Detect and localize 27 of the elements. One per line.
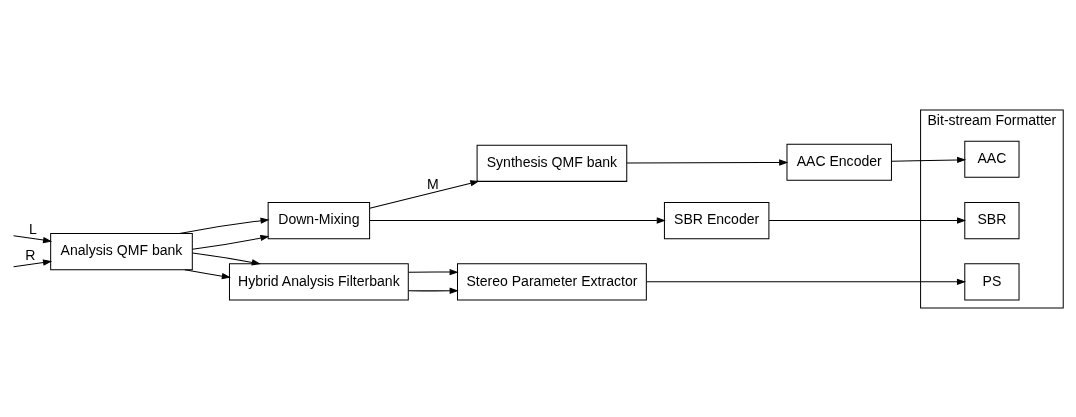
arrow bbox=[891, 156, 966, 163]
arrow bbox=[369, 179, 479, 209]
node-box: Analysis QMF bank bbox=[50, 232, 193, 270]
arrow bbox=[184, 268, 230, 279]
edge-label: R bbox=[25, 246, 36, 263]
arrow bbox=[408, 287, 458, 294]
arrow bbox=[369, 217, 665, 223]
node-box: Hybrid Analysis Filterbank bbox=[228, 262, 409, 300]
arrow bbox=[768, 217, 966, 223]
arrow bbox=[646, 278, 965, 285]
node-box: Down-Mixing bbox=[267, 201, 371, 239]
node-box: Synthesis QMF bank bbox=[476, 144, 628, 182]
node-box: AAC bbox=[964, 140, 1020, 178]
node-box: SBR bbox=[964, 201, 1020, 239]
node-box: SBR Encoder bbox=[663, 201, 770, 239]
node-box: PS bbox=[964, 262, 1020, 300]
arrow bbox=[13, 234, 52, 243]
node-box: Stereo Parameter Extractor bbox=[457, 262, 647, 300]
arrow bbox=[179, 217, 269, 234]
node-box: AAC Encoder bbox=[786, 143, 892, 181]
arrow bbox=[191, 252, 260, 265]
arrow bbox=[191, 234, 269, 250]
edge-label: M bbox=[427, 175, 439, 192]
edge-label: L bbox=[28, 220, 37, 237]
arrow bbox=[13, 259, 52, 267]
arrow bbox=[626, 159, 788, 165]
arrow bbox=[408, 268, 458, 275]
